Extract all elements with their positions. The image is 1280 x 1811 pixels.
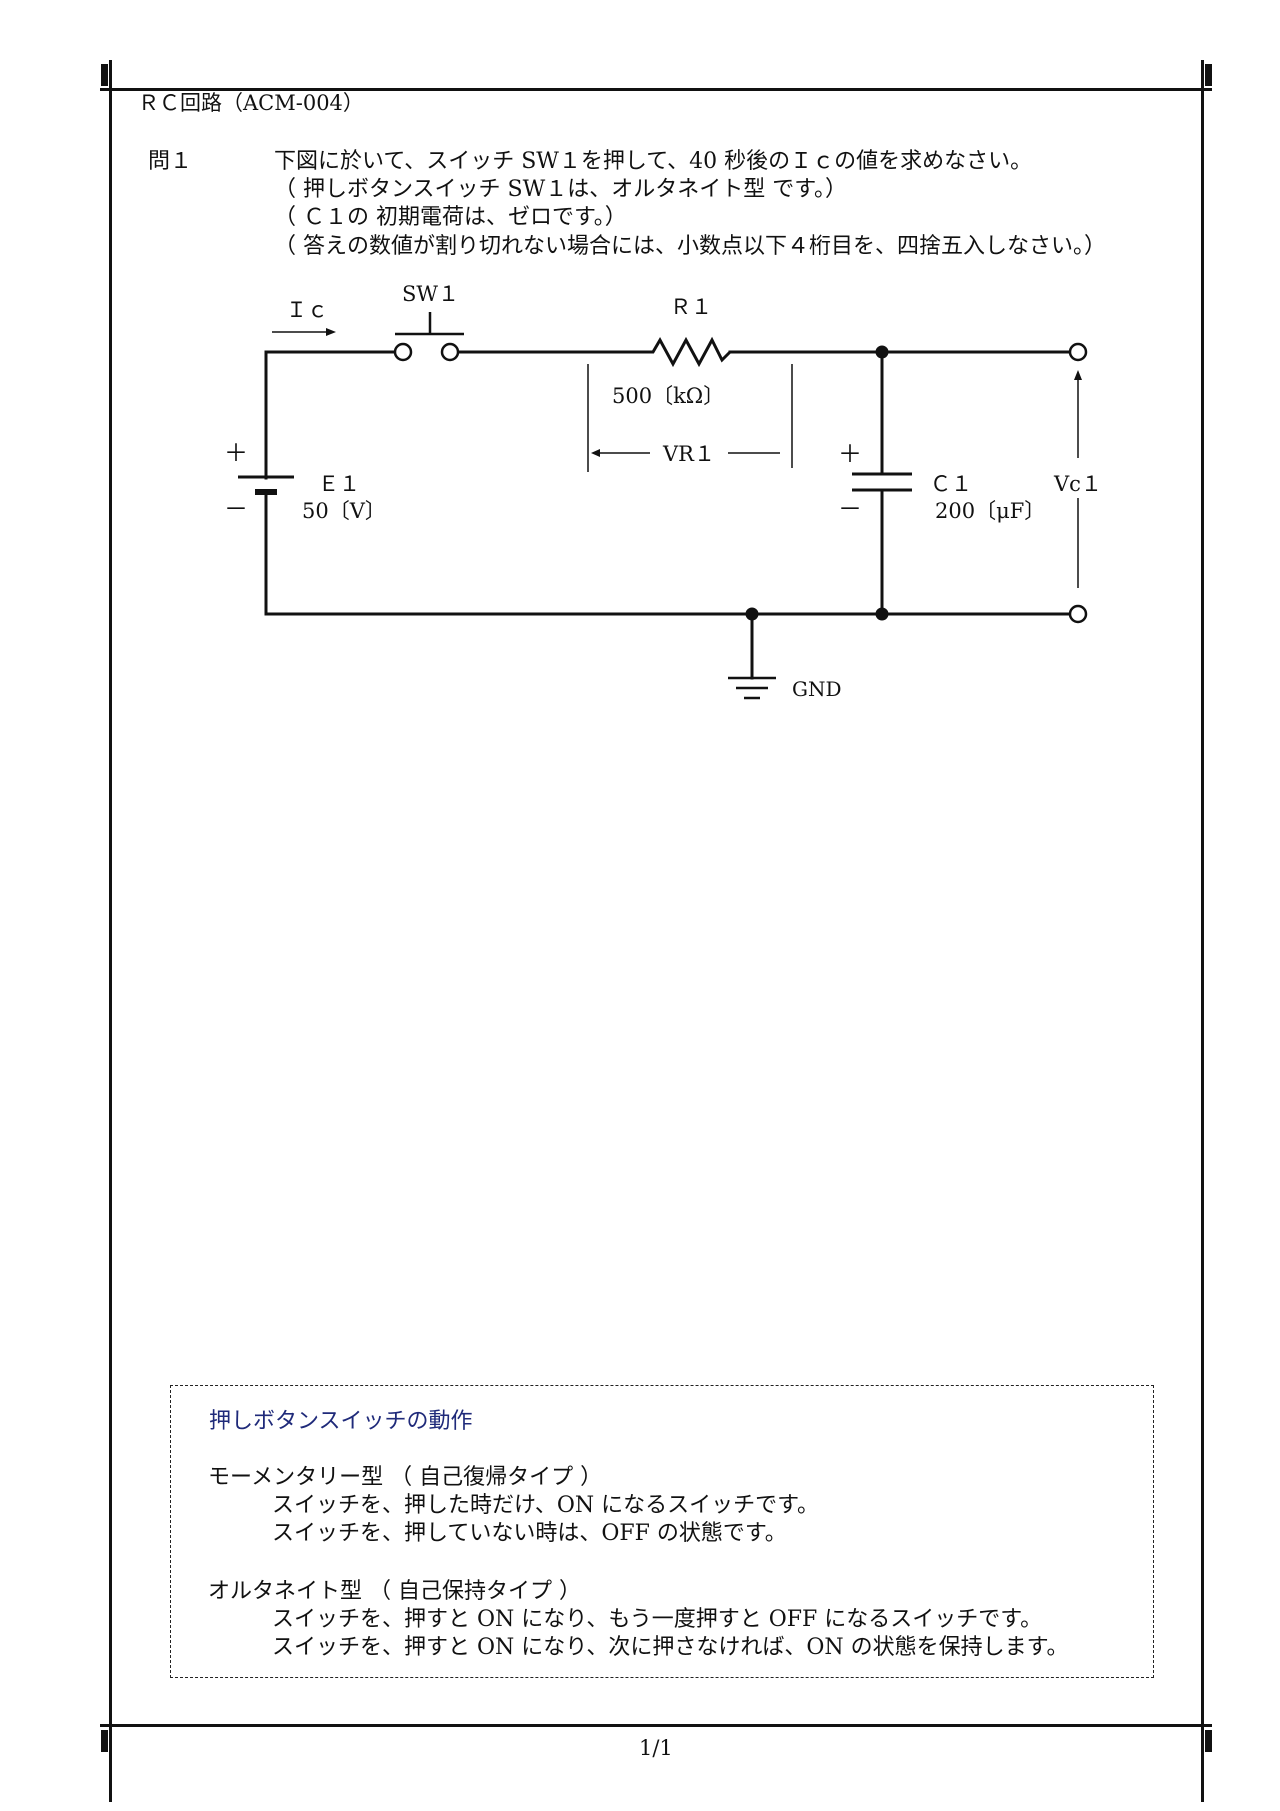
battery-plus: ＋ — [224, 439, 248, 467]
question-line: （ 答えの数値が割り切れない場合には、小数点以下４桁目を、四捨五入しなさい。） — [274, 234, 1106, 259]
current-label: Ｉｃ — [286, 298, 328, 322]
question-number: 問１ — [148, 149, 193, 174]
note-title: 押しボタンスイッチの動作 — [209, 1409, 473, 1434]
ground-icon — [728, 676, 776, 700]
vc1-measure — [1074, 370, 1082, 588]
corner-mark-top-left — [101, 64, 108, 86]
page-number: 1/1 — [639, 1736, 673, 1760]
corner-mark-top-right — [1205, 64, 1212, 86]
cap-label: Ｃ１ — [930, 472, 972, 496]
corner-mark-bottom-left — [101, 1730, 108, 1752]
battery-minus: － — [224, 495, 248, 523]
cap-plus: ＋ — [838, 440, 862, 468]
battery-value: 50〔V〕 — [302, 499, 386, 523]
note-box — [170, 1385, 1154, 1678]
vr1-measure — [587, 364, 793, 472]
momentary-line: スイッチを、押した時だけ、ON になるスイッチです。 — [272, 1493, 819, 1518]
battery-e1-symbol — [238, 475, 294, 495]
battery-label: Ｅ１ — [318, 472, 360, 496]
alternate-heading: オルタネイト型 （ 自己保持タイプ ） — [208, 1579, 581, 1604]
junction-dot-bottom-ground — [745, 607, 759, 621]
question-line: 下図に於いて、スイッチ SW１を押して、40 秒後のＩｃの値を求めなさい。 — [274, 149, 1033, 174]
resistor-value: 500〔kΩ〕 — [612, 384, 724, 408]
junction-dot-bottom-right — [875, 607, 889, 621]
rc-circuit-diagram: Ｉｃ SW１ Ｒ１ 500〔kΩ〕 VR１ ＋ － Ｅ１ 50〔V〕 ＋ － Ｃ… — [224, 282, 1102, 701]
frame-top-rule — [100, 88, 1212, 91]
junction-dot-top — [875, 345, 889, 359]
momentary-heading: モーメンタリー型 （ 自己復帰タイプ ） — [208, 1465, 603, 1490]
capacitor-c1-symbol — [852, 472, 912, 492]
terminal-top — [1068, 342, 1088, 362]
momentary-line: スイッチを、押していない時は、OFF の状態です。 — [272, 1521, 787, 1546]
switch-label: SW１ — [402, 282, 459, 306]
resistor-label: Ｒ１ — [670, 295, 712, 319]
document-title: ＲＣ回路（ACM-004） — [138, 91, 364, 115]
question-line: （ 押しボタンスイッチ SW１は、オルタネイト型 です。） — [274, 177, 848, 202]
alternate-line: スイッチを、押すと ON になり、もう一度押すと OFF になるスイッチです。 — [272, 1607, 1043, 1632]
vr1-label: VR１ — [662, 442, 715, 466]
vc1-label: Vc１ — [1053, 472, 1102, 496]
frame-left-rule — [109, 60, 112, 1802]
current-arrow — [272, 328, 336, 336]
gnd-label: GND — [792, 677, 842, 701]
cap-minus: － — [838, 495, 862, 523]
cap-value: 200〔μF〕 — [935, 499, 1045, 523]
resistor-r1-symbol — [645, 336, 732, 368]
corner-mark-bottom-right — [1205, 1730, 1212, 1752]
terminal-bottom — [1068, 604, 1088, 624]
alternate-line: スイッチを、押すと ON になり、次に押さなければ、ON の状態を保持します。 — [272, 1635, 1069, 1660]
frame-right-rule — [1201, 60, 1204, 1802]
switch-sw1-symbol — [393, 312, 464, 362]
frame-bottom-rule — [100, 1724, 1212, 1727]
question-line: （ Ｃ１の 初期電荷は、ゼロです。） — [274, 205, 627, 230]
